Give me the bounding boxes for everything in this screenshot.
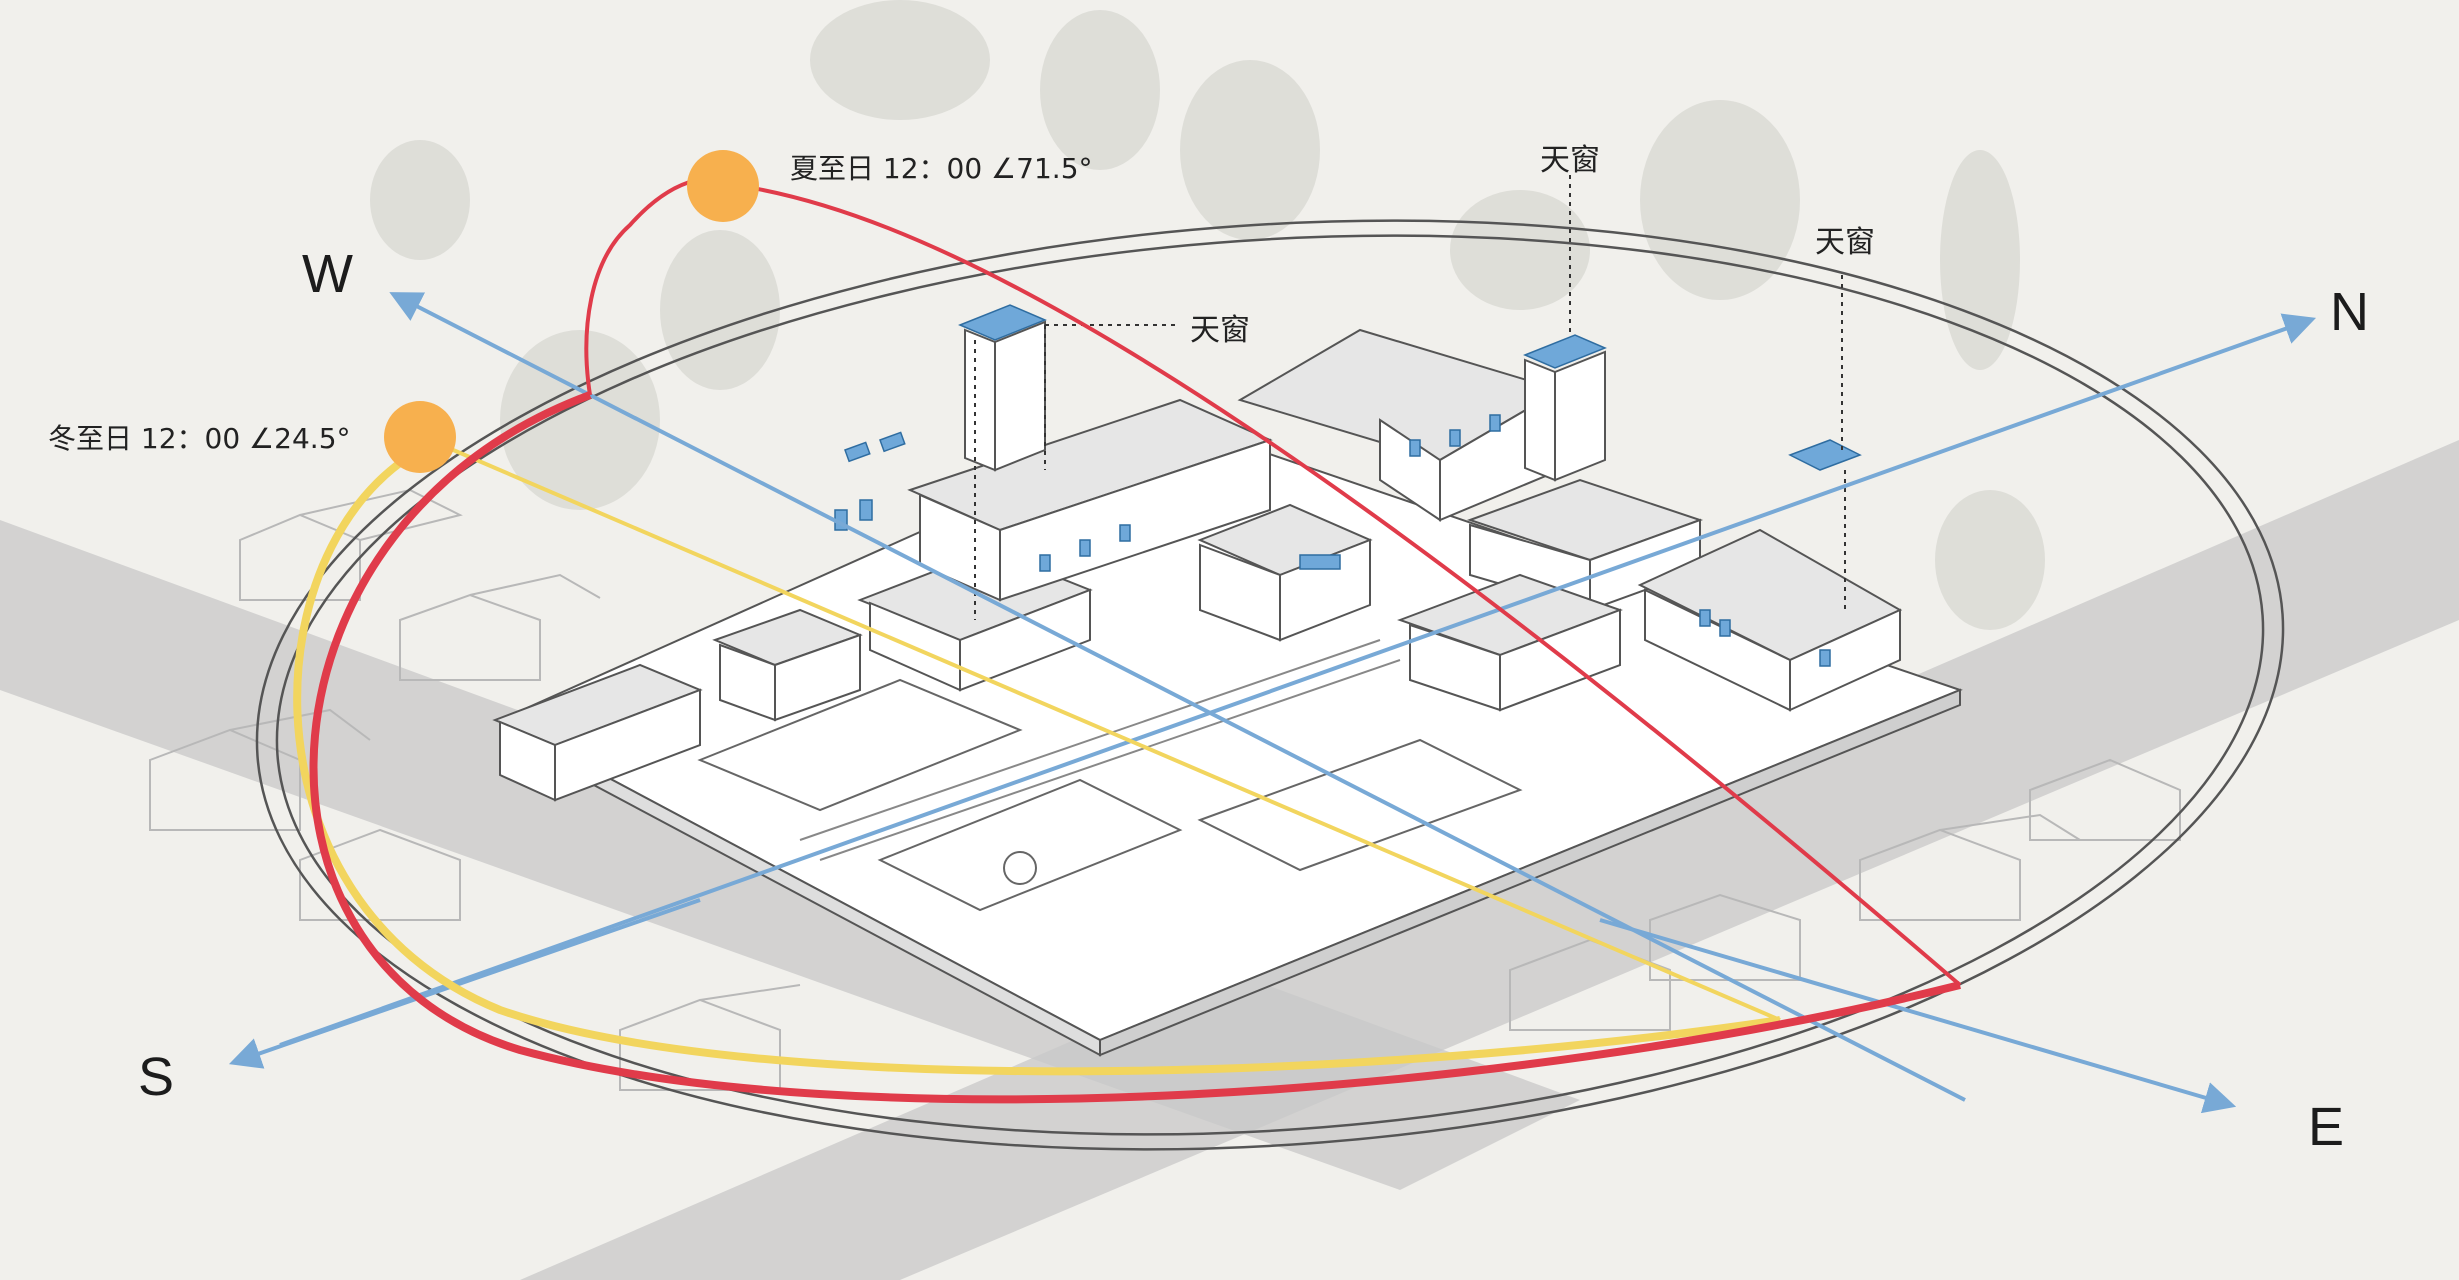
summer-sun-icon (687, 150, 759, 222)
west-east-axis (389, 292, 1966, 1102)
south-arrow-line (228, 898, 701, 1069)
east-arrow-line (1599, 918, 2237, 1114)
winter-solstice-path (293, 436, 1781, 1076)
skylight-label-a: 天窗 (1190, 313, 1250, 348)
direction-west: W (302, 244, 353, 304)
labels: 夏至日 12：00 ∠71.5° 冬至日 12：00 ∠24.5° 天窗 天窗 … (48, 143, 2369, 1157)
summer-solstice-path (309, 391, 1961, 1104)
buildings (492, 304, 1903, 802)
winter-sun-ray (429, 438, 1781, 1022)
compass-axes (228, 292, 2317, 1114)
suns (384, 150, 759, 473)
skylight-label-b: 天窗 (1540, 143, 1600, 178)
direction-south: S (138, 1047, 174, 1107)
winter-sun-icon (384, 401, 456, 473)
winter-sun-label: 冬至日 12：00 ∠24.5° (48, 422, 351, 455)
orbit-rings (255, 219, 2285, 1151)
sun-paths (293, 176, 1962, 1104)
background-trees (370, 0, 2045, 630)
skylight-leaders (974, 175, 1846, 620)
skylight-label-c: 天窗 (1815, 225, 1875, 260)
direction-north: N (2330, 282, 2369, 342)
summer-sun-label: 夏至日 12：00 ∠71.5° (790, 152, 1093, 185)
south-north-axis (279, 313, 2317, 1047)
direction-east: E (2308, 1097, 2344, 1157)
summer-sun-arc (584, 176, 1962, 987)
